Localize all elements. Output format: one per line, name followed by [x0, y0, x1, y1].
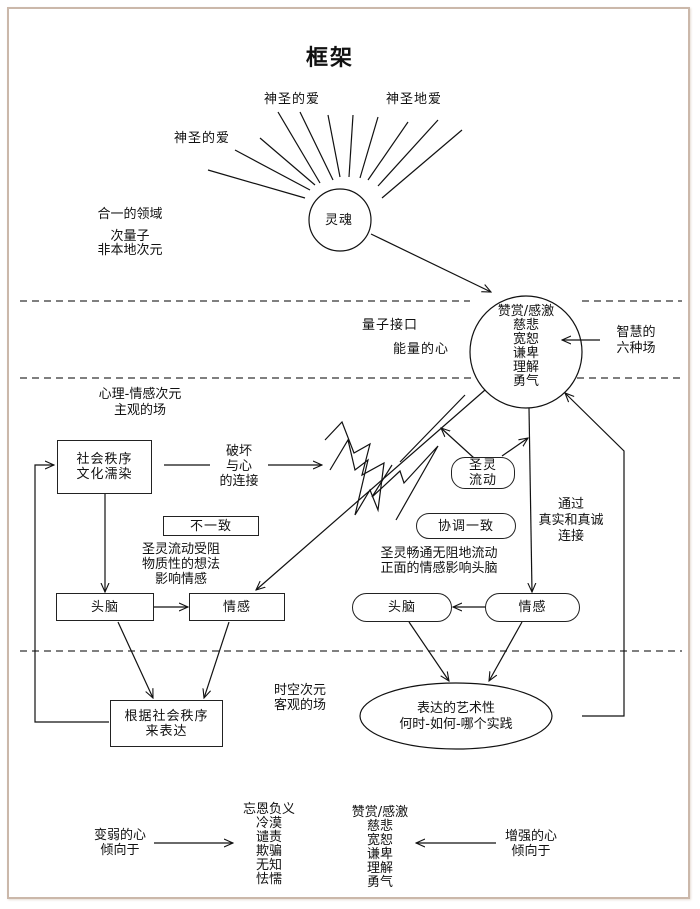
negative-qualities-list: 忘恩负义 冷漠 谴责 欺骗 无知 怯懦 [242, 802, 295, 887]
soul-label: 灵魂 [325, 213, 354, 228]
divine-love-right-label: 神圣地爱 [386, 92, 443, 107]
ray [359, 116, 379, 179]
soul-circle [308, 188, 372, 252]
spirit-flow-arrow-left [441, 428, 475, 459]
heart-to-right-emotion-arrow [529, 407, 532, 592]
quantum-interface-label: 量子接口 [362, 318, 419, 333]
divine-love-rays [207, 111, 463, 199]
strengthened-heart-label: 增强的心 倾向于 [504, 829, 557, 859]
incoherent-box: 不一致 [163, 516, 259, 536]
energetic-heart-label: 能量的心 [393, 342, 450, 357]
divine-love-center-label: 神圣的爱 [264, 92, 321, 107]
feedback-loop-arrow [34, 465, 109, 723]
coherent-pill: 协调一致 [416, 513, 516, 539]
left-head-to-express-arrow [117, 621, 153, 698]
free-flow-text: 圣灵畅通无阻地流动 正面的情感影响头脑 [380, 546, 498, 576]
express-by-social-order-box: 根据社会秩序来表达 [110, 700, 223, 747]
ray [234, 149, 311, 191]
ray [299, 111, 334, 181]
divine-love-left-label: 神圣的爱 [174, 131, 231, 146]
disrupt-connection-label: 破坏 与心 的连接 [219, 444, 259, 489]
unity-domain-label: 合一的领域 次量子 非本地次元 [97, 207, 163, 258]
spirit-flow-pill: 圣灵流动 [451, 457, 515, 489]
soul-to-heart-arrow [370, 233, 491, 292]
ray [377, 119, 439, 187]
art-of-expression-label: 表达的艺术性 何时-如何-哪个实践 [399, 701, 513, 732]
right-head-to-art-arrow [408, 621, 449, 681]
blocked-flow-text: 圣灵流动受阻 物质性的想法 影响情感 [141, 542, 220, 587]
ray [207, 169, 306, 199]
page-frame [7, 7, 690, 899]
spacetime-dimension-label: 时空次元 客观的场 [273, 683, 326, 713]
connect-through-truth-text: 通过 真实和真诚 连接 [538, 497, 604, 544]
right-emotion-pill: 情感 [485, 593, 580, 622]
art-ellipse [359, 682, 553, 750]
right-head-pill: 头脑 [352, 593, 452, 622]
ray [348, 114, 354, 178]
spirit-flow-arrow-right [501, 438, 528, 457]
left-head-box: 头脑 [56, 593, 154, 621]
weakened-heart-label: 变弱的心 倾向于 [93, 828, 146, 858]
left-emotion-box: 情感 [189, 593, 285, 621]
ray [327, 114, 341, 178]
left-emotion-to-express-arrow [204, 621, 230, 698]
art-feedback-arrow [565, 393, 625, 717]
page-title: 框架 [305, 46, 354, 71]
ray [381, 129, 463, 199]
lightning-bolt [324, 420, 385, 516]
heart-qualities: 赞赏/感激 慈悲 宽恕 谦卑 理解 勇气 [497, 304, 555, 389]
right-emotion-to-art-arrow [489, 621, 523, 681]
ray [277, 111, 321, 184]
six-fields-label: 智慧的 六种场 [616, 325, 656, 356]
ray [259, 137, 316, 186]
social-order-box: 社会秩序文化濡染 [57, 440, 152, 494]
positive-qualities-list: 赞赏/感激 慈悲 宽恕 谦卑 理解 勇气 [351, 805, 409, 890]
heart-circle [469, 295, 583, 409]
ray [367, 121, 409, 181]
psycho-emotional-dimension-label: 心理-情感次元 主观的场 [98, 387, 182, 418]
lightning-bolt-2 [371, 445, 439, 521]
